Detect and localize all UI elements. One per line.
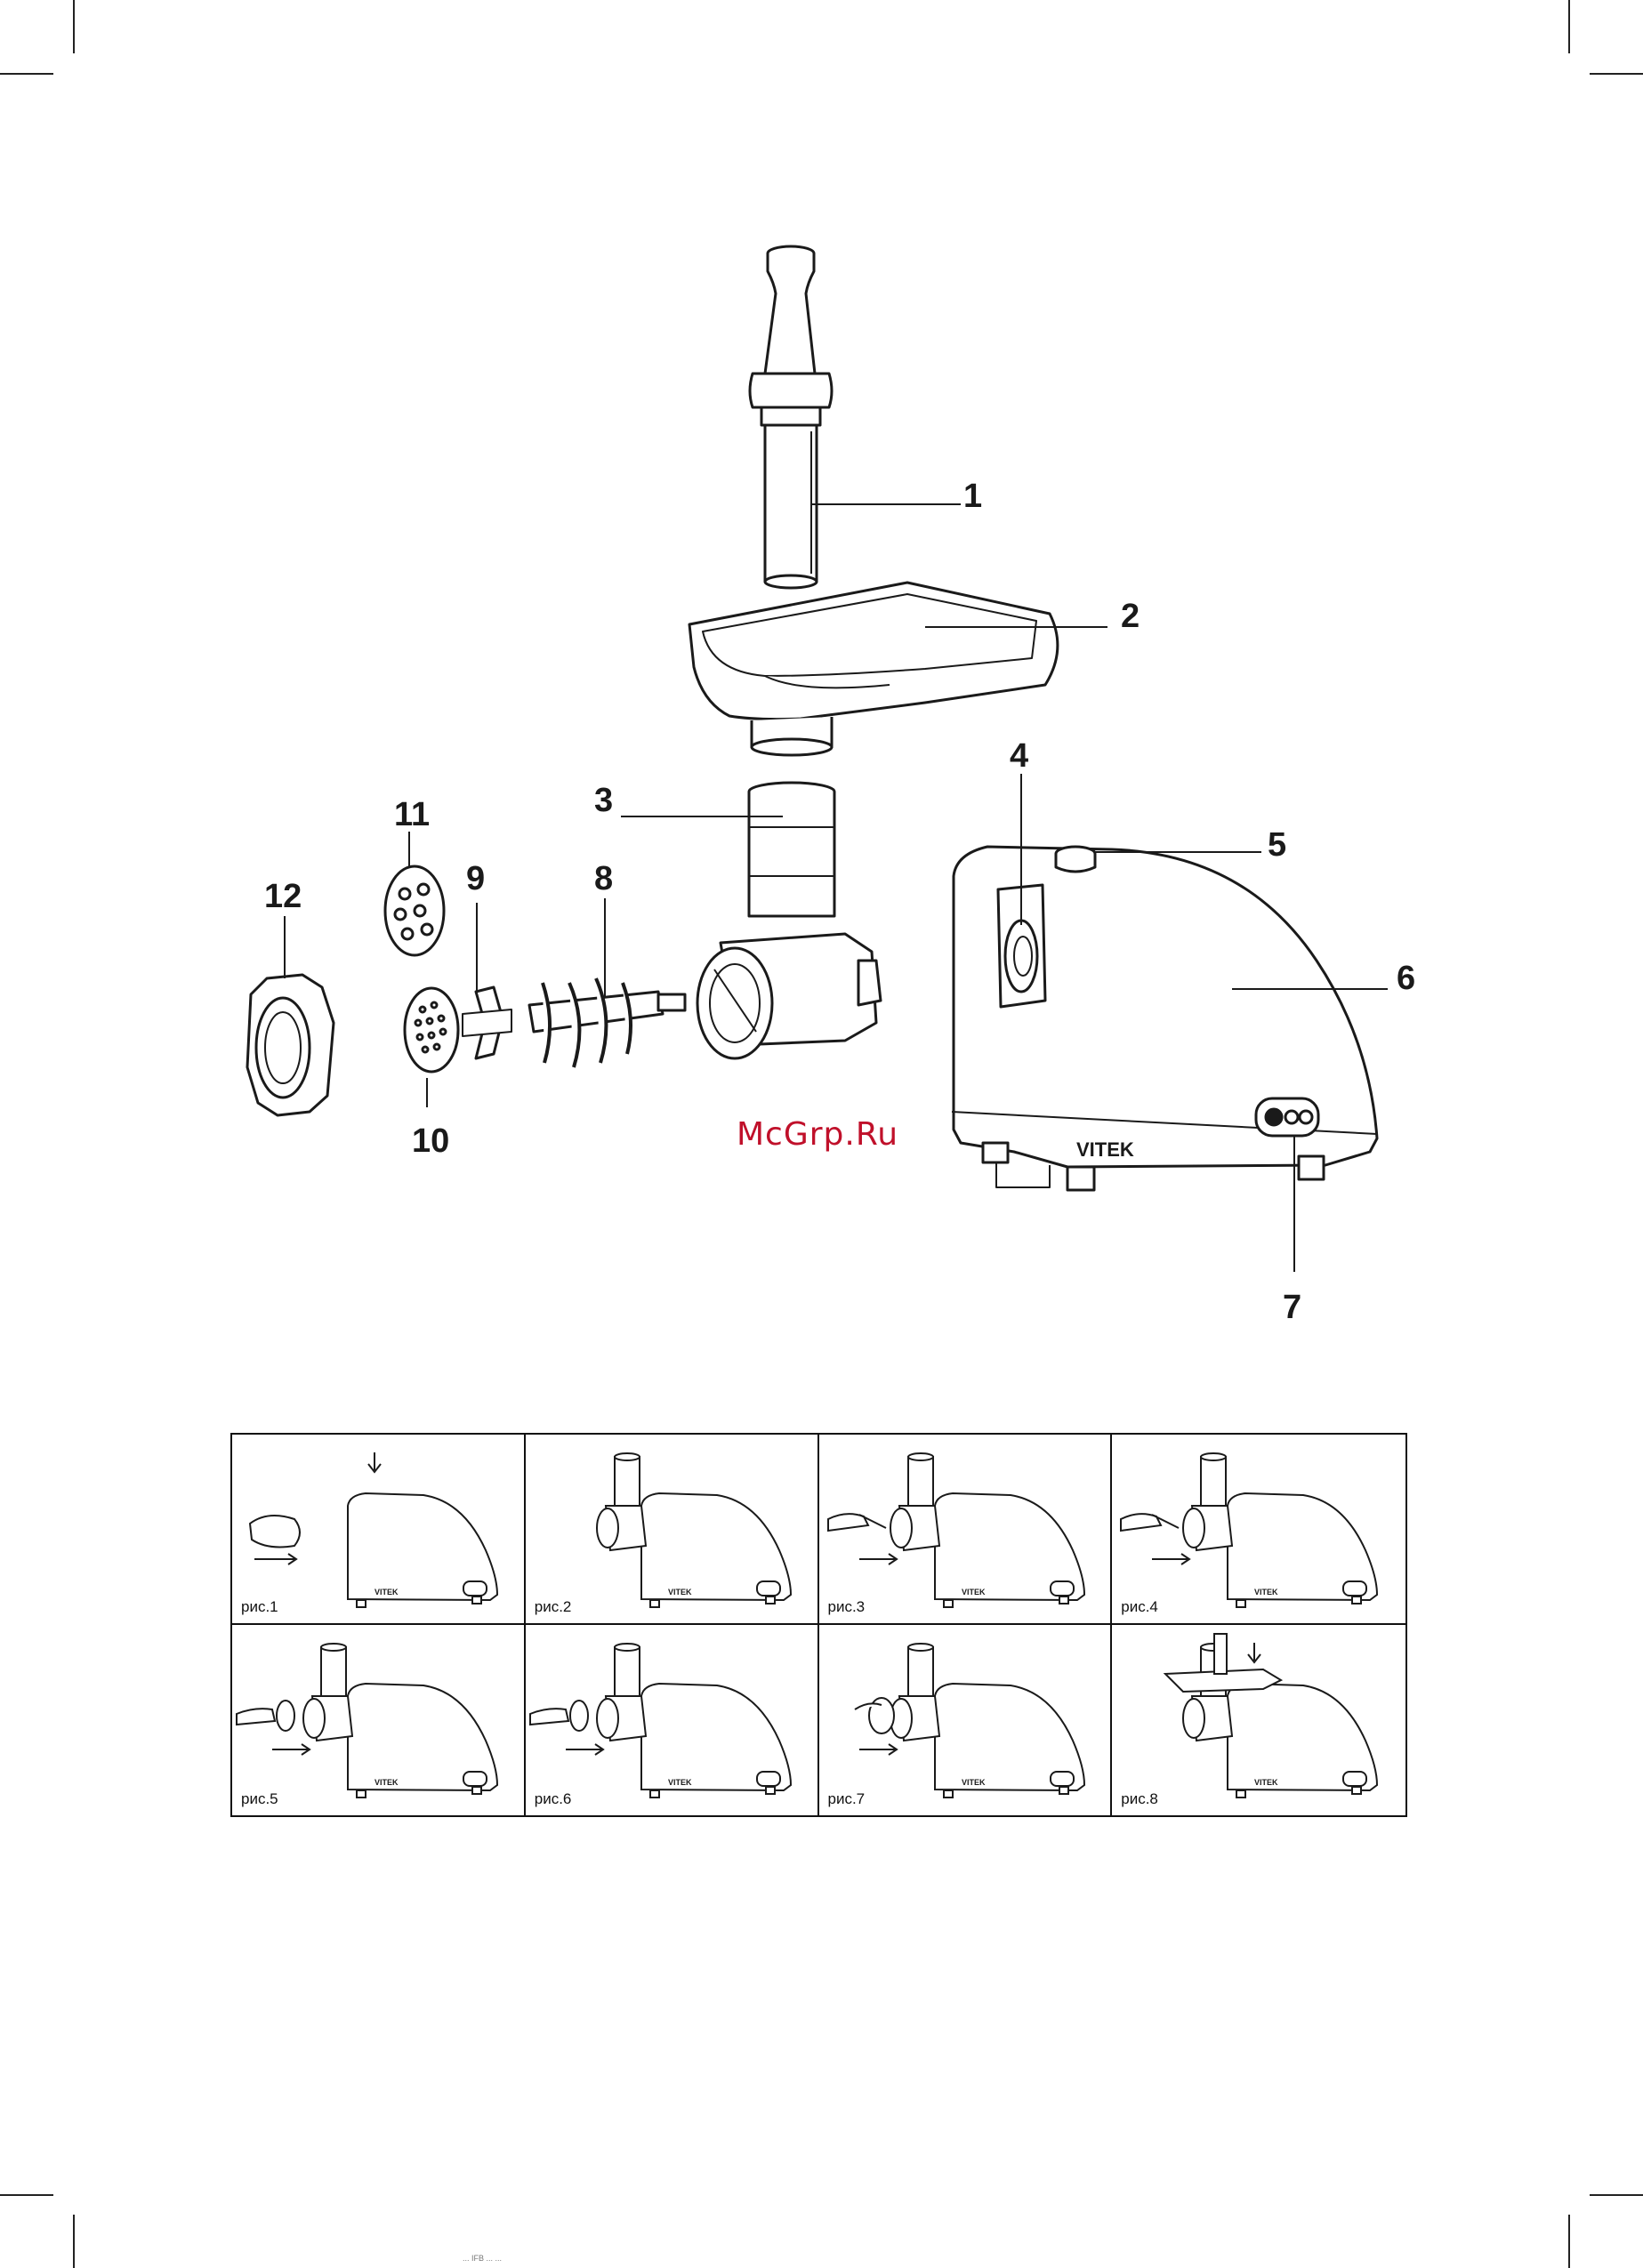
callout-1: 1 (963, 478, 982, 515)
watermark: McGrp.Ru (737, 1116, 898, 1153)
coarse-grate (385, 866, 444, 955)
panel-brand-label: VITEK (375, 1778, 399, 1787)
step-caption: рис.3 (828, 1598, 866, 1616)
callout-10: 10 (412, 1122, 449, 1160)
callout-7: 7 (1283, 1289, 1301, 1326)
callout-9: 9 (466, 860, 485, 897)
step-caption: рис.7 (828, 1790, 866, 1808)
step-illustration: VITEK (232, 1625, 526, 1815)
panel-brand-label: VITEK (962, 1588, 986, 1596)
panel-brand-label: VITEK (375, 1588, 399, 1596)
fine-grate (405, 988, 458, 1072)
step-panel: VITEK рис.8 (1112, 1625, 1405, 1815)
crop-mark (73, 2215, 75, 2268)
step-illustration: VITEK (232, 1435, 526, 1625)
switch-panel (1256, 1098, 1318, 1136)
callout-6: 6 (1397, 960, 1415, 997)
callout-3: 3 (594, 782, 613, 819)
exploded-view-diagram: VITEK 1 2 3 4 5 6 7 8 9 10 11 12 McGrp.R… (0, 0, 1643, 1352)
step-panel: VITEK рис.1 (232, 1435, 526, 1625)
step-panel: VITEK рис.4 (1112, 1435, 1405, 1625)
step-illustration: VITEK (1112, 1435, 1405, 1625)
panel-brand-label: VITEK (1254, 1588, 1278, 1596)
panel-brand-label: VITEK (962, 1778, 986, 1787)
step-panel: VITEK рис.7 (819, 1625, 1113, 1815)
panel-brand-label: VITEK (668, 1588, 692, 1596)
knife (463, 987, 511, 1058)
step-panel: VITEK рис.6 (526, 1625, 819, 1815)
step-illustration: VITEK (819, 1625, 1113, 1815)
step-illustration: VITEK (819, 1435, 1113, 1625)
step-caption: рис.8 (1121, 1790, 1158, 1808)
step-illustration: VITEK (526, 1435, 819, 1625)
callout-4: 4 (1010, 737, 1028, 775)
callout-11: 11 (394, 796, 430, 833)
callout-8: 8 (594, 860, 613, 897)
ring-nut (247, 975, 334, 1115)
step-caption: рис.2 (535, 1598, 572, 1616)
step-caption: рис.1 (241, 1598, 278, 1616)
panel-brand-label: VITEK (1254, 1778, 1278, 1787)
step-panel: VITEK рис.2 (526, 1435, 819, 1625)
grinding-head (697, 783, 881, 1058)
step-caption: рис.6 (535, 1790, 572, 1808)
auger (529, 978, 685, 1067)
panel-brand-label: VITEK (668, 1778, 692, 1787)
step-caption: рис.4 (1121, 1598, 1158, 1616)
callout-12: 12 (264, 878, 302, 915)
print-info: ... IFB ... ... (463, 2254, 502, 2263)
pusher (750, 246, 832, 588)
crop-mark (1568, 2215, 1570, 2268)
step-caption: рис.5 (241, 1790, 278, 1808)
step-panel: VITEK рис.3 (819, 1435, 1113, 1625)
callout-5: 5 (1268, 826, 1286, 864)
step-illustration: VITEK (1112, 1625, 1405, 1815)
crop-mark (1590, 2194, 1643, 2196)
step-panel: VITEK рис.5 (232, 1625, 526, 1815)
step-illustration: VITEK (526, 1625, 819, 1815)
release-button (1056, 847, 1095, 872)
brand-label: VITEK (1076, 1138, 1134, 1161)
callout-2: 2 (1121, 598, 1140, 635)
tray (689, 583, 1058, 755)
crop-mark (0, 2194, 53, 2196)
